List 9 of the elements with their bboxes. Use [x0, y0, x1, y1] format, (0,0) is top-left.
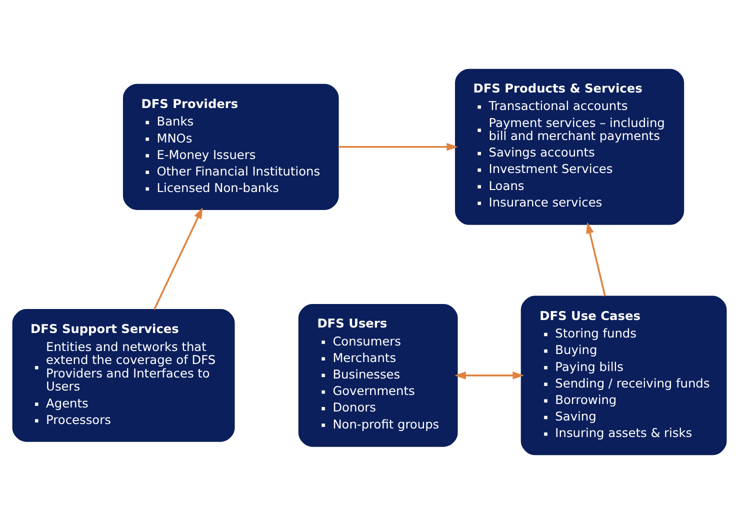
- node-box: DFS Products & Services Transactional accounts Payment services – including bill and merchant payments Savings accounts Investment Services Loans Insurance services: [455, 68, 684, 225]
- node-box: DFS Providers Banks MNOs E-Money Issuers Other Financial Institutions Licensed Non-banks: [122, 84, 339, 210]
- node-box: DFS Support Services Entities and networks that extend the coverage of DFS Providers and Interfaces to Users Agents Processors: [12, 309, 235, 442]
- node-box: DFS Use Cases Storing funds Buying Paying bills Sending / receiving funds Borrowing Saving Insuring assets & risks: [520, 296, 727, 456]
- arrow: [454, 371, 524, 380]
- node-box: DFS Users Consumers Merchants Businesses Governments Donors Non-profit groups: [298, 304, 458, 447]
- arrow: [586, 222, 606, 296]
- arrow: [338, 142, 458, 151]
- arrow: [154, 207, 203, 310]
